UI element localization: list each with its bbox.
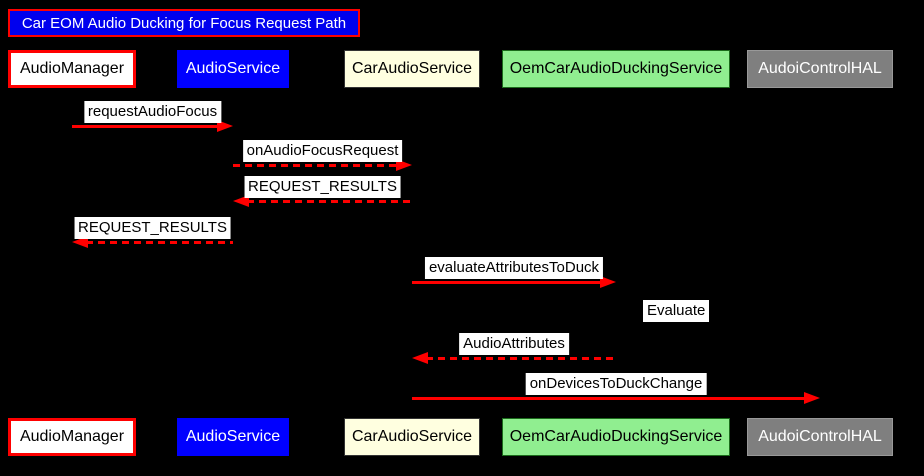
- participant-audoicontrolhal-top: AudoiControlHAL: [747, 50, 893, 88]
- participant-audioservice-bottom: AudioService: [177, 418, 289, 456]
- message-arrow-ondevicestoduckchange: [412, 397, 806, 400]
- arrowhead-left-icon: [233, 195, 249, 207]
- arrowhead-right-icon: [396, 159, 412, 171]
- participant-oemcaraudioduckingservice-top: OemCarAudioDuckingService: [502, 50, 730, 88]
- message-arrow-evaluateattributestoduck: [412, 281, 602, 284]
- participant-audioservice-top: AudioService: [177, 50, 289, 88]
- arrowhead-left-icon: [412, 352, 428, 364]
- arrowhead-left-icon: [72, 236, 88, 248]
- arrowhead-right-icon: [217, 120, 233, 132]
- arrowhead-right-icon: [804, 392, 820, 404]
- message-arrow-onaudiofocusrequest: [233, 164, 398, 167]
- message-arrow-request-results: [247, 200, 412, 203]
- message-label-ondevicestoduckchange: onDevicesToDuckChange: [525, 373, 707, 395]
- message-label-audioattributes: AudioAttributes: [459, 333, 569, 355]
- participant-caraudioservice-top: CarAudioService: [344, 50, 480, 88]
- message-label-evaluate: Evaluate: [643, 300, 710, 322]
- participant-audoicontrolhal-bottom: AudoiControlHAL: [747, 418, 893, 456]
- participant-audiomanager-top: AudioManager: [8, 50, 136, 88]
- participant-oemcaraudioduckingservice-bottom: OemCarAudioDuckingService: [502, 418, 730, 456]
- message-label-request-results: REQUEST_RESULTS: [74, 217, 231, 239]
- message-label-evaluateattributestoduck: evaluateAttributesToDuck: [424, 257, 604, 279]
- message-label-onaudiofocusrequest: onAudioFocusRequest: [242, 140, 403, 162]
- message-label-requestaudiofocus: requestAudioFocus: [83, 101, 222, 123]
- participant-audiomanager-bottom: AudioManager: [8, 418, 136, 456]
- arrowhead-right-icon: [600, 276, 616, 288]
- diagram-title: Car EOM Audio Ducking for Focus Request …: [8, 9, 360, 37]
- participant-caraudioservice-bottom: CarAudioService: [344, 418, 480, 456]
- message-arrow-requestaudiofocus: [72, 125, 219, 128]
- message-arrow-audioattributes: [426, 357, 616, 360]
- message-label-request-results: REQUEST_RESULTS: [244, 176, 401, 198]
- message-arrow-request-results: [86, 241, 233, 244]
